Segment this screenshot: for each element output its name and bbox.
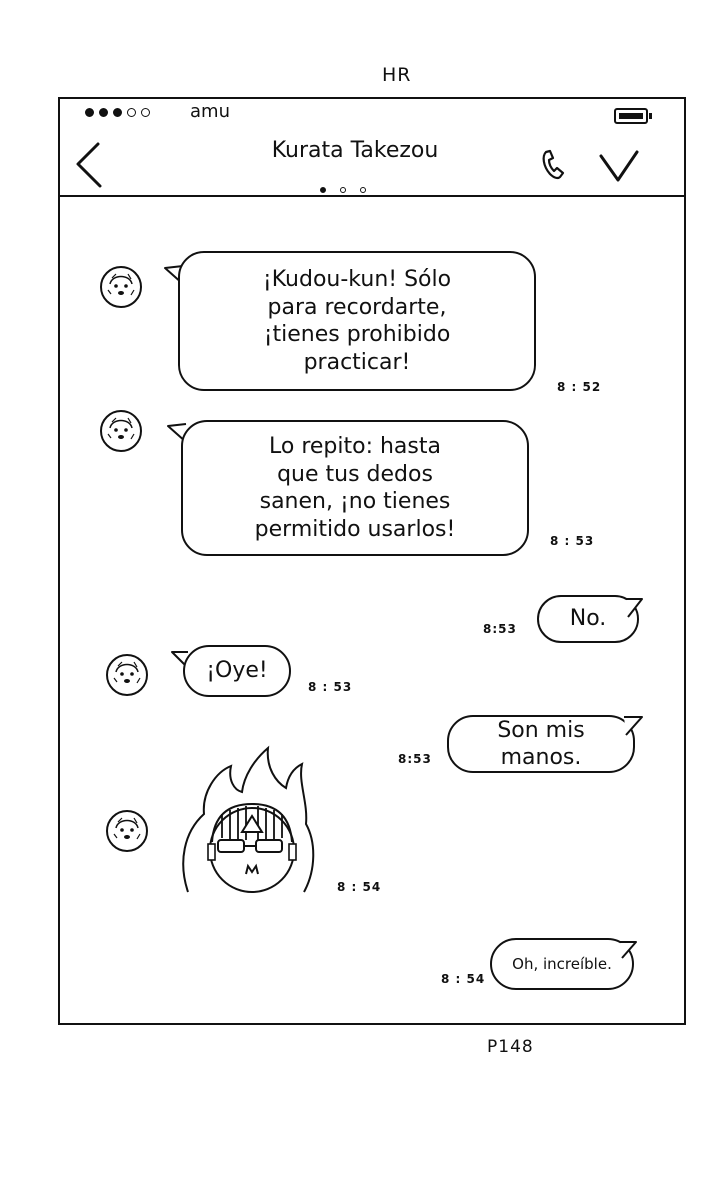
bubble-tail [626,598,643,618]
signal-indicator [85,103,155,121]
bubble-tail [624,716,643,736]
contact-name: Kurata Takezou [271,138,439,163]
message-bubble: ¡Oye! [183,645,291,697]
message-time: 8:53 [483,622,517,636]
dog-avatar-icon [98,264,142,308]
phone-frame [58,97,686,1025]
page-number: P148 [487,1037,534,1057]
message-bubble: Son mis manos. [447,715,635,773]
message-time: 8 : 54 [441,972,486,986]
message-time: 8 : 54 [337,880,382,894]
phone-icon[interactable] [540,148,568,189]
signal-dot [127,108,136,117]
message-bubble: Oh, increíble. [490,938,634,990]
message-bubble: No. [537,595,639,643]
dog-avatar-icon [98,408,142,452]
signal-dot [85,108,94,117]
message-text: ¡Oye! [206,658,268,684]
page-label: HR [382,64,412,86]
checkmark-icon[interactable] [598,146,640,190]
angry-face-fire-sticker [176,742,326,906]
message-time: 8:53 [398,752,432,766]
signal-dot [99,108,108,117]
chevron-left-icon[interactable] [72,140,106,194]
message-text: No. [569,606,607,632]
dog-avatar-icon [104,808,148,852]
message-bubble: ¡Kudou-kun! Sólo para recordarte, ¡tiene… [178,251,536,391]
carrier-name: amu [190,101,230,122]
message-time: 8 : 53 [308,680,353,694]
battery-icon [614,108,652,124]
bubble-tail [620,941,637,959]
signal-dot [113,108,122,117]
pager-dot [320,187,326,193]
message-text: ¡Kudou-kun! Sólo para recordarte, ¡tiene… [262,267,452,375]
pager-dot [360,187,366,193]
message-text: Son mis manos. [497,717,585,771]
header-divider [58,195,686,197]
message-bubble: Lo repito: hasta que tus dedos sanen, ¡n… [181,420,529,556]
message-text: Oh, increíble. [512,954,612,973]
message-text: Lo repito: hasta que tus dedos sanen, ¡n… [254,434,456,542]
dog-avatar-icon [104,652,148,696]
message-time: 8 : 52 [557,380,602,394]
page-indicator [320,178,380,197]
signal-dot [141,108,150,117]
pager-dot [340,187,346,193]
message-time: 8 : 53 [550,534,595,548]
